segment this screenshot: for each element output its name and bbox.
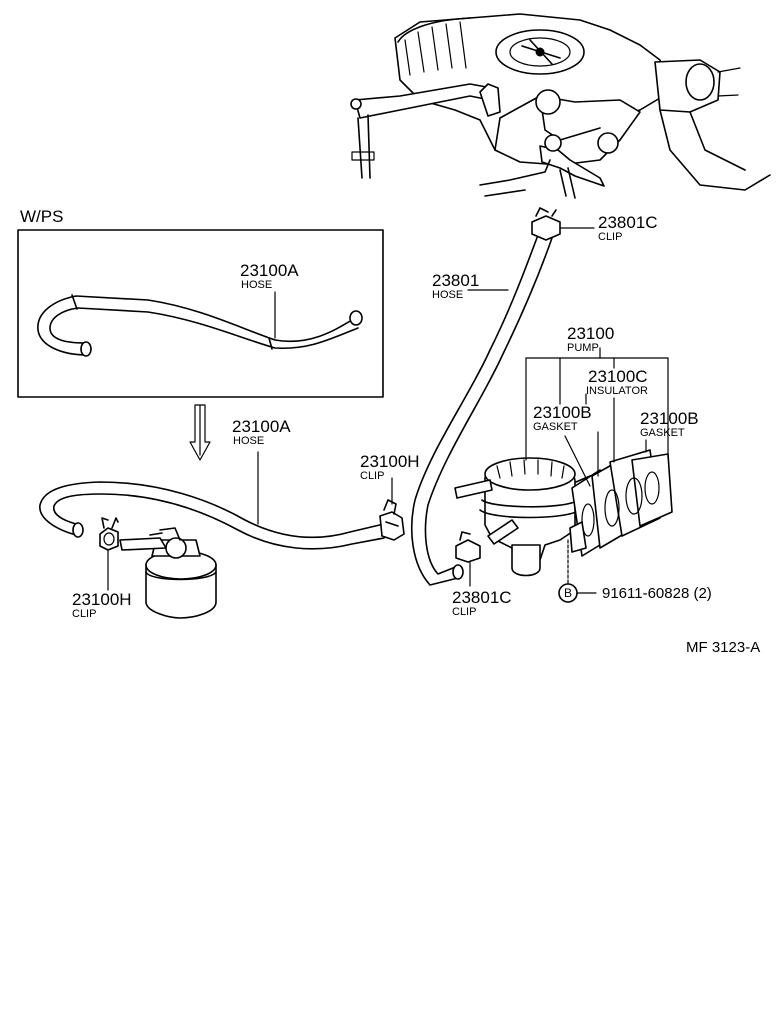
clip-23100h-right xyxy=(379,499,405,541)
main-hose-23100a xyxy=(39,481,385,550)
label-gasket2-name: GASKET xyxy=(640,427,685,439)
label-gasket1-num: 23100B xyxy=(533,403,592,422)
label-clip-left-num: 23100H xyxy=(72,590,132,609)
inset-frame xyxy=(17,229,384,398)
label-insulator-name: INSULATOR xyxy=(586,385,648,397)
label-inset-hose-name: HOSE xyxy=(241,279,272,291)
label-pump-name: PUMP xyxy=(567,342,599,354)
hose-23801 xyxy=(410,234,553,586)
clip-23801c-bottom xyxy=(455,531,481,563)
inset-hose-23100a xyxy=(37,294,363,357)
bolt-symbol: B xyxy=(564,586,572,600)
clip-23100h-left xyxy=(99,517,119,551)
figure-code: MF 3123-A xyxy=(686,639,760,656)
gasket-insulator-stack xyxy=(569,449,673,557)
label-pump-num: 23100 xyxy=(567,324,614,343)
label-clip-bottom-num: 23801C xyxy=(452,588,512,607)
label-bolt-ref: 91611-60828 (2) xyxy=(602,585,712,602)
label-inset-hose-num: 23100A xyxy=(240,261,299,280)
label-hose-23801-name: HOSE xyxy=(432,289,463,301)
label-clip-bottom-name: CLIP xyxy=(452,606,476,618)
label-clip-right-num: 23100H xyxy=(360,452,420,471)
label-clip-left-name: CLIP xyxy=(72,608,96,620)
label-main-hose-name: HOSE xyxy=(233,435,264,447)
down-arrow-icon xyxy=(189,404,211,461)
inset-title: W/PS xyxy=(20,207,63,226)
label-clip-top-num: 23801C xyxy=(598,213,658,232)
pump-leader-bracket xyxy=(525,347,669,487)
with-power-steering-inset: W/PS 23100A HOSE xyxy=(17,207,384,398)
label-gasket1-name: GASKET xyxy=(533,421,578,433)
label-hose-23801-num: 23801 xyxy=(432,271,479,290)
clip-23801c-top xyxy=(531,207,561,241)
label-insulator-num: 23100C xyxy=(588,367,648,386)
fuel-filter-illustration xyxy=(119,527,217,619)
label-gasket2-num: 23100B xyxy=(640,409,699,428)
bolt-reference: B 91611-60828 (2) xyxy=(558,539,712,603)
label-clip-right-name: CLIP xyxy=(360,470,384,482)
fuel-pump-illustration xyxy=(454,457,595,577)
label-clip-top-name: CLIP xyxy=(598,231,622,243)
engine-assembly-illustration xyxy=(350,13,771,199)
label-main-hose-num: 23100A xyxy=(232,417,291,436)
